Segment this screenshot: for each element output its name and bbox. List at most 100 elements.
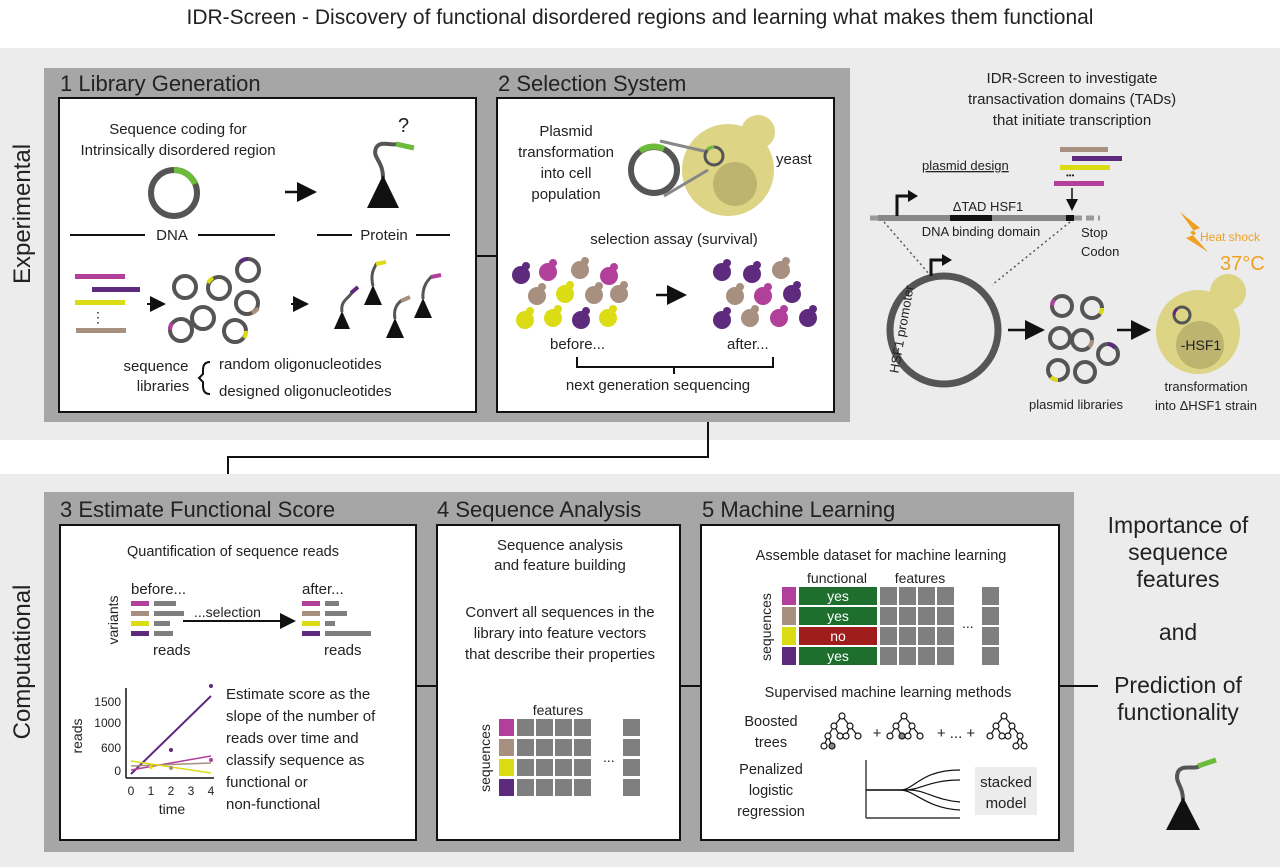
features-label: features [533, 702, 584, 718]
plot-y-tick-1000: 1000 [94, 716, 121, 730]
yeast-label: yeast [776, 151, 813, 168]
reads-before-label: before... [131, 581, 186, 598]
selection-text: ...selection [194, 604, 261, 620]
yeast-after-group [713, 257, 817, 329]
importance-line-3: features [1136, 566, 1219, 592]
feature-cell [899, 607, 916, 625]
functional-label-text: no [830, 628, 846, 644]
reads-after-bars [302, 601, 371, 636]
dna-label: DNA [156, 227, 188, 244]
plus-sign-2: + ... + [937, 725, 976, 742]
reads-time-plot: 1500 1000 600 0 0 1 2 3 4 reads time [69, 684, 215, 817]
estimate-line-6: non-functional [226, 796, 320, 813]
hsf1-construct [870, 190, 1100, 221]
ngs-label: next generation sequencing [566, 377, 750, 394]
functional-header: functional [807, 570, 867, 586]
seq-analysis-line-2: and feature building [494, 557, 626, 574]
prediction-line-1: Prediction of [1114, 672, 1242, 698]
estimate-line-4: classify sequence as [226, 752, 364, 769]
feature-cell [937, 647, 954, 665]
reads-label-right: reads [324, 642, 362, 659]
dna-plasmid-icon [148, 167, 200, 219]
feature-cell [918, 607, 935, 625]
variants-axis-label: variants [105, 595, 121, 644]
panel-machine-learning: Assemble dataset for machine learning fu… [700, 524, 1060, 841]
functional-label-text: yes [827, 588, 849, 604]
model-label: model [986, 795, 1027, 812]
boosted-line-2: trees [755, 735, 787, 751]
insert-bars [1054, 147, 1122, 186]
importance-line-2: sequence [1128, 539, 1228, 565]
heat-shock-icon [1180, 212, 1208, 252]
estimate-line-3: reads over time and [226, 730, 359, 747]
plot-y-tick-0: 0 [114, 764, 121, 778]
oligo-bars [75, 274, 140, 333]
convert-line-1: Convert all sequences in the [465, 604, 654, 621]
feature-cell [937, 627, 954, 645]
stacked-model-box [975, 767, 1037, 815]
panel-selection-system: Plasmid transformation into cell populat… [496, 97, 835, 413]
feature-cell [937, 587, 954, 605]
functional-label-cell [799, 587, 877, 605]
sequence-color-swatch [782, 627, 796, 645]
prediction-line-2: functionality [1117, 699, 1239, 725]
functional-label-cell [799, 627, 877, 645]
before-label: before... [550, 336, 605, 353]
plot-x-tick-4: 4 [208, 784, 215, 798]
computational-side-label: Computational [9, 585, 36, 740]
features-header: features [895, 570, 946, 586]
penalized-line-3: regression [737, 804, 805, 820]
panel3-title: 3 Estimate Functional Score [60, 497, 335, 522]
ml-sequences-label: sequences [758, 593, 774, 661]
plot-x-tick-0: 0 [128, 784, 135, 798]
and-label: and [1159, 619, 1197, 645]
output-area: Importance of sequence features and Pred… [1108, 512, 1249, 830]
functional-label-text: yes [827, 608, 849, 624]
sequence-color-swatch [782, 647, 796, 665]
random-oligos-label: random oligonucleotides [219, 356, 382, 373]
feature-cell [937, 607, 954, 625]
penalized-line-2: logistic [749, 783, 793, 799]
feature-cell [918, 647, 935, 665]
plot-x-label: time [159, 801, 186, 817]
panel-sequence-analysis: Sequence analysis and feature building C… [436, 524, 681, 841]
feature-cell [982, 647, 999, 665]
feature-cell [899, 647, 916, 665]
plot-x-tick-3: 3 [188, 784, 195, 798]
plot-y-label: reads [69, 718, 85, 753]
feature-cell [899, 587, 916, 605]
tad-design-area: IDR-Screen to investigate transactivatio… [870, 70, 1265, 413]
convert-line-3: that describe their properties [465, 646, 655, 663]
quant-label: Quantification of sequence reads [127, 544, 339, 560]
plasmid-library-inserts [168, 257, 260, 340]
protein-icon [367, 141, 415, 208]
regularization-path-plot [865, 760, 961, 819]
plot-y-tick-600: 600 [101, 741, 121, 755]
dna-binding-label: DNA binding domain [922, 224, 1041, 239]
ml-dataset-ellipsis: ... [962, 615, 974, 631]
feature-cell [982, 587, 999, 605]
plot-y-tick-1500: 1500 [94, 695, 121, 709]
panel5-title: 5 Machine Learning [702, 497, 895, 522]
tad-plasmid-library [1046, 294, 1120, 384]
yeast-before-group [512, 257, 628, 329]
seq-coding-label: Sequence coding for [109, 121, 247, 138]
reads-before-bars [131, 601, 184, 636]
supervised-label: Supervised machine learning methods [765, 685, 1012, 701]
plasmid-line-3: into cell [541, 165, 592, 182]
plasmid-line-1: Plasmid [539, 123, 592, 140]
panel1-title: 1 Library Generation [60, 71, 261, 96]
feature-cell [880, 627, 897, 645]
ml-dataset-row: no [782, 627, 999, 645]
feature-cell [880, 607, 897, 625]
sequence-color-swatch [782, 587, 796, 605]
convert-line-2: library into feature vectors [474, 625, 647, 642]
feature-matrix [499, 719, 640, 796]
ml-dataset-row: yes [782, 587, 999, 605]
transformation-label-1: transformation [1164, 379, 1247, 394]
assemble-label: Assemble dataset for machine learning [756, 548, 1007, 564]
panel-functional-score: Quantification of sequence reads before.… [59, 524, 417, 841]
boosted-trees-icons [820, 712, 1028, 750]
figure-title: IDR-Screen - Discovery of functional dis… [187, 6, 1094, 29]
reads-label-left: reads [153, 642, 191, 659]
